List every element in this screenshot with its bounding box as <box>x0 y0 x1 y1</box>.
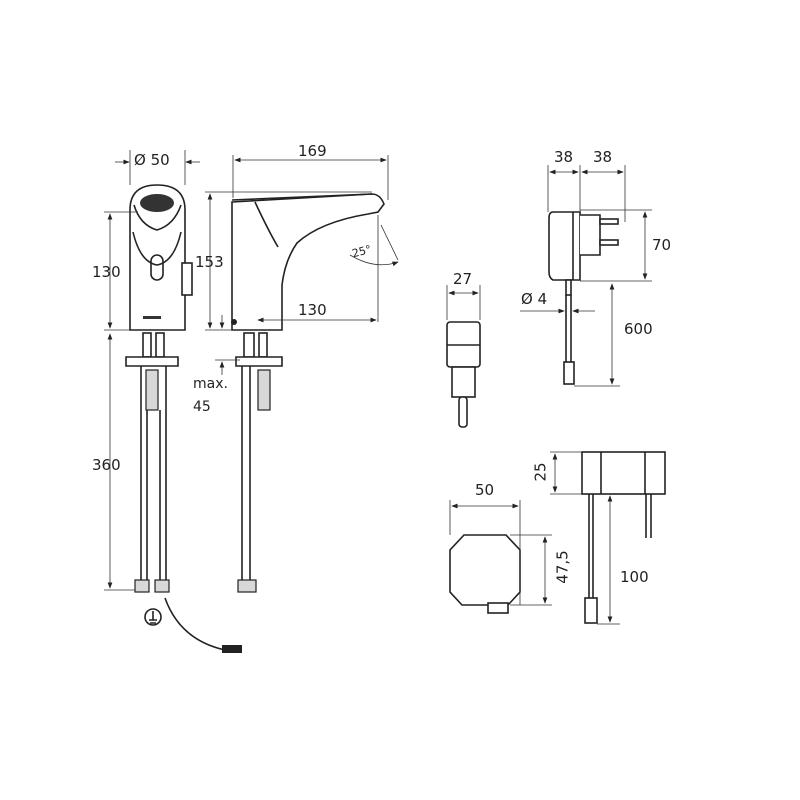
dim-spout-height: 153 <box>195 253 224 271</box>
plug-front-view <box>446 285 481 428</box>
dim-max-label: max. <box>193 376 228 392</box>
ground-symbol-icon <box>144 608 162 626</box>
power-adapter-side-view <box>520 165 652 387</box>
dim-spout-reach: 130 <box>298 301 327 319</box>
faucet-front-view <box>104 150 242 653</box>
dim-adapter-height: 70 <box>652 236 672 254</box>
dim-box-depth: 47,5 <box>553 550 572 584</box>
dim-front-height: 130 <box>92 263 121 281</box>
dim-cable-length: 600 <box>624 320 653 338</box>
dim-spout-length: 169 <box>298 142 327 160</box>
dim-box-cable-length: 100 <box>620 568 649 586</box>
dim-cable-diameter: Ø 4 <box>521 290 548 308</box>
dim-plug-width: 27 <box>453 270 473 288</box>
dim-hose-length: 360 <box>92 456 121 474</box>
dim-adapter-depth-2: 38 <box>593 148 613 166</box>
control-box-side-view <box>550 451 666 625</box>
faucet-side-view <box>205 155 399 593</box>
dim-box-height: 25 <box>531 462 550 482</box>
dim-max-value: 45 <box>193 399 211 415</box>
dim-box-width: 50 <box>475 481 495 499</box>
dim-adapter-depth-1: 38 <box>554 148 574 166</box>
dim-front-diameter: Ø 50 <box>134 151 170 169</box>
control-box-top-view <box>449 500 552 614</box>
